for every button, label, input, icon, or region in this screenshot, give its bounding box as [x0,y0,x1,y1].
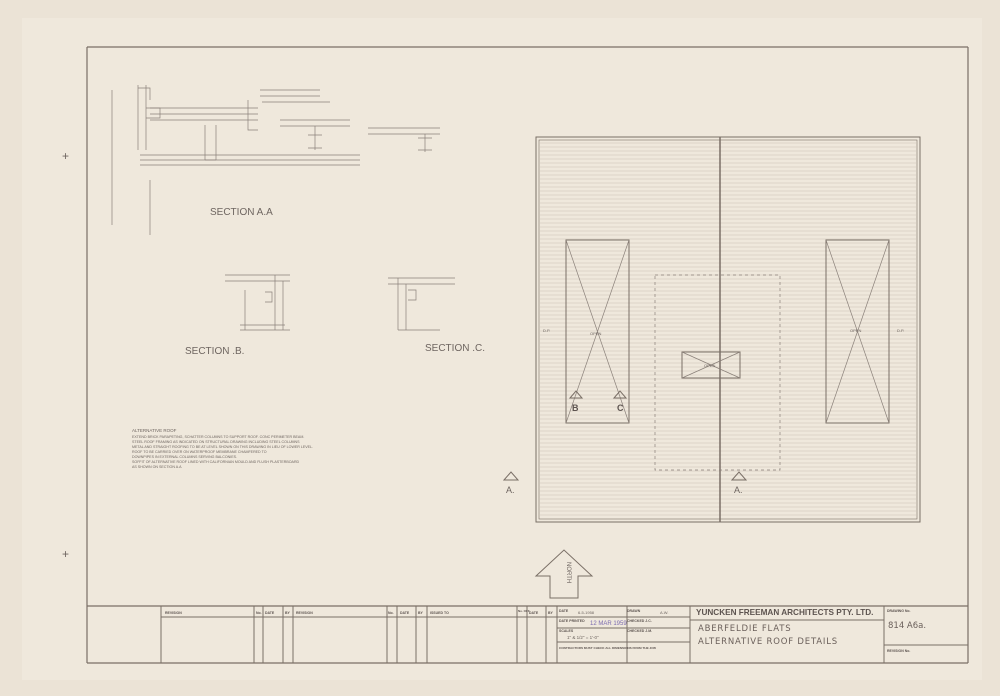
svg-text:DATE: DATE [400,611,410,615]
svg-text:A.W.: A.W. [660,610,668,615]
svg-text:DRAWING No.: DRAWING No. [887,609,911,613]
svg-text:CONTRACTORS MUST CHECK ALL DIM: CONTRACTORS MUST CHECK ALL DIMENSIONS FR… [559,646,657,650]
title-block: REVISION No. DATE BY REVISION No. DATE B… [87,605,968,663]
svg-text:BY: BY [418,611,424,615]
svg-text:ISSUED TO: ISSUED TO [430,611,449,615]
svg-text:OPEN: OPEN [704,363,715,368]
section-marker-a-left: A. [502,471,520,495]
section-c-detail: SECTION .C. [388,277,485,354]
svg-text:D.P.: D.P. [543,328,550,333]
svg-text:ALTERNATIVE ROOF: ALTERNATIVE ROOF [132,428,177,433]
drawing-number: 814 A6a. [888,621,926,631]
svg-text:DRAWN: DRAWN [627,609,641,613]
svg-text:DOWNPIPES IN EXTERNAL COLUMNS: DOWNPIPES IN EXTERNAL COLUMNS SERVING BA… [132,455,237,459]
svg-text:DATE: DATE [559,609,569,613]
svg-text:No.: No. [388,611,394,615]
svg-text:OPEN: OPEN [590,331,601,336]
section-aa-detail: SECTION A.A [111,85,440,235]
svg-text:AS SHOWN ON SECTION A.A: AS SHOWN ON SECTION A.A [132,465,182,469]
svg-text:STEEL ROOF FRAMING AS INDICATE: STEEL ROOF FRAMING AS INDICATED ON STRUC… [132,440,300,444]
svg-text:METAL AND STRAIGHT ROOFING TO: METAL AND STRAIGHT ROOFING TO BE AT LEVE… [132,445,313,449]
svg-text:SCALES: SCALES [559,629,574,633]
svg-text:A.: A. [734,485,743,495]
svg-text:No.: No. [256,611,262,615]
drawing-title: ALTERNATIVE ROOF DETAILS [698,637,838,647]
svg-text:DATE PRINTED: DATE PRINTED [559,619,585,623]
svg-text:SOFFIT OF ALTERNATIVE ROOF LIN: SOFFIT OF ALTERNATIVE ROOF LINED WITH CA… [132,460,300,464]
section-marker-c: C [612,390,628,413]
roof-plan: OPEN D.P. OPEN D.P. OPEN A. A. B C [502,136,921,523]
north-arrow: NORTH [534,549,594,599]
svg-text:REVISION: REVISION [296,611,313,615]
paper [22,18,982,680]
svg-text:12 MAR 1959: 12 MAR 1959 [590,621,627,627]
svg-text:ROOF TO BE CARRIED OVER ON WAT: ROOF TO BE CARRIED OVER ON WATERPROOF ME… [132,450,267,454]
alternative-roof-notes: ALTERNATIVE ROOF EXTEND BRICK PARAPETING… [132,428,313,469]
svg-text:No. OFF: No. OFF [518,609,530,613]
svg-text:DATE: DATE [265,611,275,615]
svg-text:D.P.: D.P. [897,328,904,333]
opening-right: OPEN D.P. [825,239,904,424]
svg-text:BY: BY [285,611,291,615]
svg-text:OPEN: OPEN [850,328,861,333]
registration-mark: + [62,547,69,561]
svg-text:1" & 1/2" = 1'-0": 1" & 1/2" = 1'-0" [567,635,599,640]
svg-text:B: B [572,403,579,413]
svg-text:REVISION: REVISION [165,611,182,615]
opening-center: OPEN [681,351,741,379]
svg-text:REVISION No.: REVISION No. [887,649,910,653]
svg-text:C: C [617,403,624,413]
svg-text:DATE: DATE [529,611,539,615]
svg-text:A.: A. [506,485,515,495]
svg-text:EXTEND BRICK PARAPETING, SCHAT: EXTEND BRICK PARAPETING, SCHATTER COLUMN… [132,435,304,439]
section-marker-a-right: A. [730,471,748,495]
registration-mark: + [62,149,69,163]
company-name: YUNCKEN FREEMAN ARCHITECTS PTY. LTD. [696,608,873,617]
svg-text:CHECKED J.M.: CHECKED J.M. [627,629,652,633]
section-aa-label: SECTION A.A [210,207,273,218]
svg-text:BY: BY [548,611,554,615]
svg-text:6-5-1958: 6-5-1958 [578,610,595,615]
roof-hatching [540,142,916,516]
svg-text:CHECKED J.C.: CHECKED J.C. [627,619,652,623]
project-name: ABERFELDIE FLATS [698,624,791,634]
section-marker-b: B [568,390,584,413]
svg-text:NORTH: NORTH [565,562,571,583]
section-b-label: SECTION .B. [185,346,244,357]
section-c-label: SECTION .C. [425,343,485,354]
section-b-detail: SECTION .B. [185,274,290,357]
